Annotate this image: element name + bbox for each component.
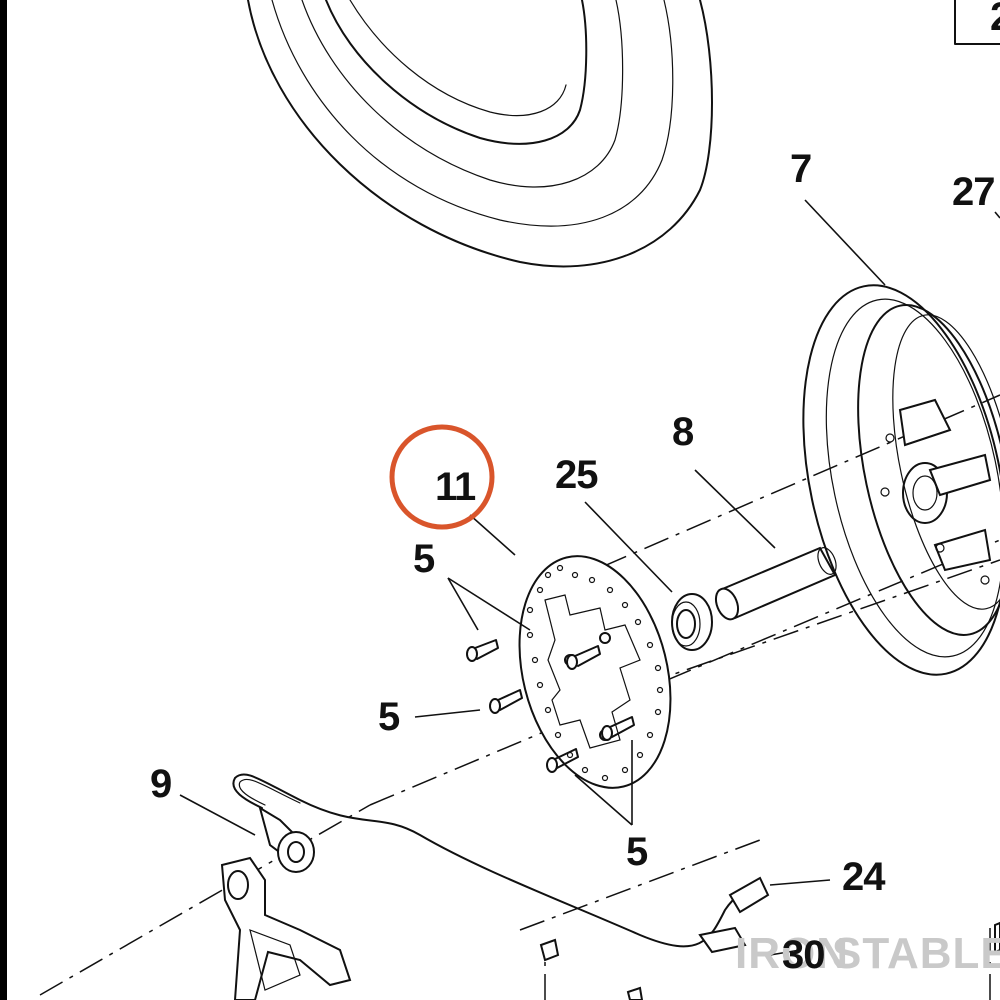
bolt-5 — [601, 716, 635, 741]
callout-2: 2 — [990, 0, 1000, 39]
leader-5c-1 — [574, 774, 633, 826]
leader-11 — [469, 514, 516, 556]
part-2-label-box: 2 — [954, 0, 1000, 45]
leader-5a-1 — [447, 577, 531, 631]
watermark: IRON STABLE — [735, 929, 1000, 978]
bolt-1 — [466, 639, 499, 662]
wheel-bearing — [671, 593, 713, 651]
callout-27: 27 — [952, 170, 995, 214]
callout-5-middle: 5 — [378, 695, 400, 739]
callout-25: 25 — [555, 453, 598, 497]
wheel-rim — [802, 284, 1000, 676]
leader-24 — [769, 879, 831, 886]
axis-lines — [39, 394, 1000, 1000]
caliper-bracket — [220, 856, 352, 1000]
watermark-left: IRON — [735, 929, 849, 978]
leader-lines — [179, 199, 1000, 956]
bolt-4 — [546, 748, 579, 773]
leader-25 — [584, 501, 673, 593]
bolt-3 — [489, 689, 523, 714]
watermark-right: STABLE — [832, 929, 1000, 978]
callout-24: 24 — [842, 855, 886, 899]
callout-5-top: 5 — [413, 537, 435, 581]
leader-5b — [414, 709, 481, 718]
callout-5-bottom: 5 — [626, 830, 648, 874]
leader-7 — [804, 199, 886, 286]
callout-7: 7 — [790, 147, 811, 191]
leader-9 — [179, 794, 256, 836]
spacer-tube — [714, 546, 837, 621]
callout-11: 11 — [435, 465, 476, 509]
callout-9: 9 — [150, 762, 171, 806]
cable-clips — [539, 921, 1000, 1000]
leader-30 — [769, 949, 801, 956]
page-border — [0, 0, 7, 1000]
leader-5a-2 — [447, 577, 479, 631]
brake-disc — [518, 555, 672, 789]
wheel-speed-sensor-cable — [232, 773, 770, 954]
callout-30: 30 — [782, 933, 825, 977]
leader-27 — [994, 211, 1000, 219]
callout-8: 8 — [672, 410, 694, 454]
leader-8 — [694, 469, 776, 549]
highlight-circle-11 — [389, 424, 495, 530]
tire — [247, 0, 713, 268]
bolt-2 — [566, 645, 601, 670]
disc-bolts — [466, 639, 635, 773]
callout-numbers: 7 27 8 11 25 5 5 5 9 24 30 — [150, 147, 996, 977]
